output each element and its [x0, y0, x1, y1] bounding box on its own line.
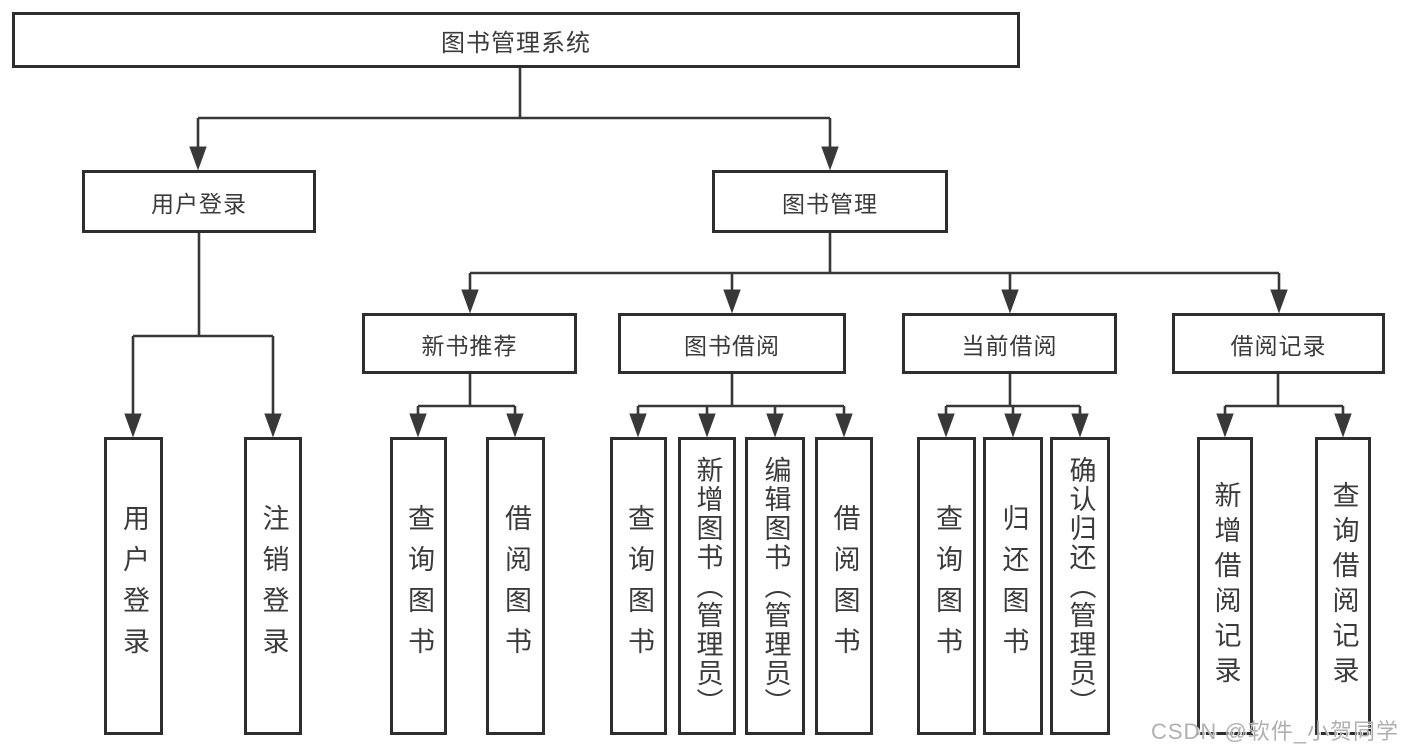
connector-userlogin-to-leaves — [124, 230, 282, 438]
arrowhead — [1270, 289, 1288, 314]
csdn-watermark: CSDN @软件_小贺同学 — [1150, 719, 1399, 744]
connector-bookborrow-to-leaves — [629, 371, 853, 438]
arrowhead — [1001, 289, 1019, 314]
leaf-br-query-record-label: 查询借阅记录 — [1328, 481, 1359, 691]
arrowhead — [1334, 413, 1352, 438]
leaf-bb-add-book-label: 新增图书（管理员） — [692, 455, 723, 717]
node-user-login-label: 用户登录 — [151, 190, 247, 217]
leaf-br-query-record: 查询借阅记录 — [1315, 437, 1371, 735]
node-book-management-label: 图书管理 — [782, 190, 878, 217]
leaf-br-add-record: 新增借阅记录 — [1197, 437, 1253, 735]
node-book-borrow: 图书借阅 — [618, 313, 846, 374]
node-book-borrow-label: 图书借阅 — [684, 332, 780, 359]
leaf-bb-query-book-label: 查询图书 — [624, 504, 654, 668]
arrowhead — [124, 413, 142, 438]
connector-currentborrow-to-leaves — [937, 371, 1089, 438]
arrowhead — [189, 146, 207, 171]
leaf-user-login: 用户登录 — [104, 437, 163, 735]
leaf-cb-return-book-label: 归还图书 — [998, 504, 1029, 668]
leaf-nb-borrow-book: 借阅图书 — [486, 437, 545, 735]
arrowhead — [723, 289, 741, 314]
node-current-borrow: 当前借阅 — [902, 313, 1117, 374]
node-book-management: 图书管理 — [712, 170, 948, 233]
leaf-bb-edit-book: 编辑图书（管理员） — [745, 437, 805, 735]
leaf-bb-borrow-book: 借阅图书 — [815, 437, 873, 735]
leaf-br-add-record-label: 新增借阅记录 — [1210, 481, 1241, 691]
node-new-book-recommend: 新书推荐 — [362, 313, 577, 374]
leaf-bb-add-book: 新增图书（管理员） — [678, 437, 736, 735]
node-current-borrow-label: 当前借阅 — [961, 332, 1058, 359]
leaf-bb-edit-book-label: 编辑图书（管理员） — [760, 455, 791, 717]
connector-newbook-to-leaves — [409, 371, 524, 438]
arrowhead — [1071, 413, 1089, 438]
connector-root-to-level2 — [189, 65, 839, 171]
arrowhead — [766, 413, 784, 438]
node-root: 图书管理系统 — [12, 12, 1020, 68]
node-borrow-record-label: 借阅记录 — [1230, 332, 1327, 359]
leaf-user-login-label: 用户登录 — [119, 504, 149, 668]
arrowhead — [821, 146, 839, 171]
leaf-cb-query-book: 查询图书 — [917, 437, 976, 735]
arrowhead — [264, 413, 282, 438]
leaf-cb-return-book: 归还图书 — [983, 437, 1043, 735]
leaf-bb-query-book: 查询图书 — [610, 437, 667, 735]
leaf-nb-borrow-book-label: 借阅图书 — [501, 504, 531, 668]
arrowhead — [1216, 413, 1234, 438]
arrowhead — [1004, 413, 1022, 438]
leaf-nb-query-book: 查询图书 — [390, 437, 447, 735]
leaf-logout-label: 注销登录 — [258, 504, 289, 668]
arrowhead — [835, 413, 853, 438]
connector-bookmgmt-to-level3 — [461, 230, 1288, 314]
node-borrow-record: 借阅记录 — [1172, 313, 1385, 374]
arrowhead — [937, 413, 955, 438]
arrowhead — [461, 289, 479, 314]
connector-borrowrecord-to-leaves — [1216, 371, 1352, 438]
leaf-cb-confirm-return-label: 确认归还（管理员） — [1065, 455, 1096, 717]
arrowhead — [698, 413, 716, 438]
node-root-label: 图书管理系统 — [441, 29, 591, 57]
node-new-book-recommend-label: 新书推荐 — [421, 332, 518, 359]
arrowhead — [409, 413, 427, 438]
leaf-nb-query-book-label: 查询图书 — [404, 504, 434, 668]
leaf-logout: 注销登录 — [244, 437, 302, 735]
leaf-bb-borrow-book-label: 借阅图书 — [829, 504, 860, 668]
node-user-login: 用户登录 — [82, 170, 316, 233]
arrowhead — [506, 413, 524, 438]
arrowhead — [629, 413, 647, 438]
leaf-cb-confirm-return: 确认归还（管理员） — [1050, 437, 1110, 735]
leaf-cb-query-book-label: 查询图书 — [932, 504, 962, 668]
